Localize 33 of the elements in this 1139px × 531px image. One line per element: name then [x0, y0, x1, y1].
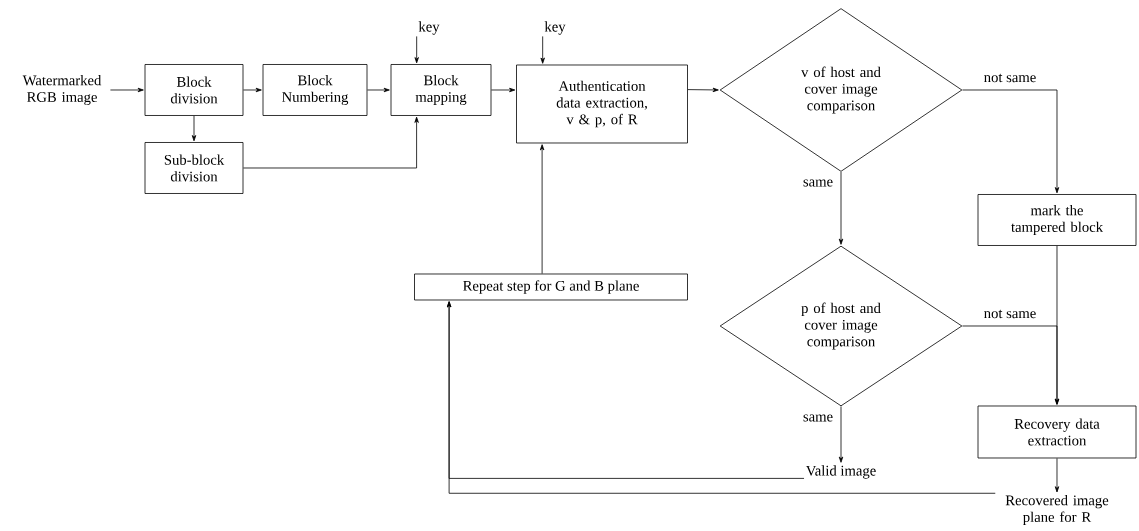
edge-label: not same: [982, 308, 1038, 320]
process-box: Block division: [144, 64, 244, 116]
process-box: Repeat step for G and B plane: [414, 273, 688, 301]
process-box: mark the tampered block: [977, 194, 1137, 246]
edge-label: same: [801, 413, 835, 423]
edge-label: same: [801, 178, 835, 188]
arrow: [367, 87, 390, 93]
arrow: [491, 87, 516, 93]
arrow: [838, 406, 844, 463]
text-label: Valid image: [805, 465, 876, 479]
process-box: Block Numbering: [262, 64, 368, 116]
arrow: [962, 89, 1060, 194]
arrow: [243, 87, 262, 93]
text-label: Watermarked RGB image: [22, 75, 102, 105]
arrow: [446, 301, 996, 494]
process-box: Recovery data extraction: [977, 405, 1137, 459]
arrow: [191, 115, 197, 142]
arrow: [1054, 458, 1060, 493]
arrow: [414, 36, 419, 64]
process-box: Authentication data extraction, v & p, of R: [516, 64, 688, 144]
text-label: key: [544, 21, 566, 35]
arrow: [110, 87, 144, 93]
text-label: key: [418, 21, 440, 35]
arrow: [962, 325, 1060, 405]
process-box: Sub-block division: [144, 142, 244, 194]
arrow: [540, 36, 545, 64]
edge-label: not same: [982, 72, 1038, 84]
arrow: [243, 116, 419, 169]
arrow: [687, 87, 719, 93]
text-label: Recovered image plane for R: [1005, 495, 1109, 525]
arrow: [838, 171, 844, 245]
process-box: Block mapping: [390, 64, 492, 116]
arrow: [539, 144, 545, 274]
